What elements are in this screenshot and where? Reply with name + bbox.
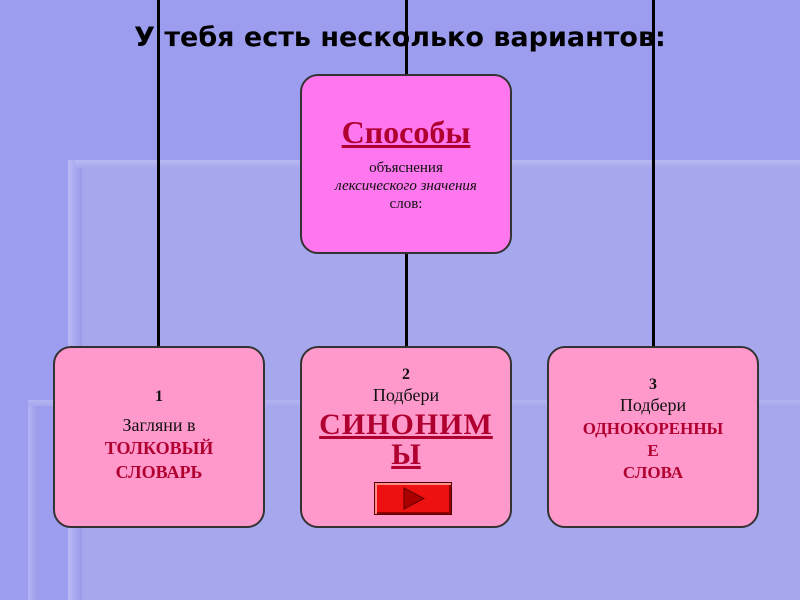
center-heading: Способы (341, 114, 471, 150)
option-number: 1 (155, 388, 163, 405)
play-button[interactable] (374, 482, 452, 515)
option-label: Ы (391, 438, 421, 471)
option-label: СЛОВАРЬ (115, 462, 203, 482)
option-label: ОДНОКОРЕННЫ (582, 419, 724, 438)
connector-line (405, 0, 408, 76)
option-label: СЛОВА (622, 463, 684, 482)
option-verb: Подбери (619, 395, 687, 415)
option-box-1: 1 Загляни в ТОЛКОВЫЙ СЛОВАРЬ (53, 346, 265, 528)
option-label: ТОЛКОВЫЙ (104, 438, 214, 458)
play-arrow-icon (403, 487, 426, 510)
option-box-2: 2 Подбери СИНОНИМ Ы (300, 346, 512, 528)
option-number: 2 (402, 366, 410, 383)
center-box: Способы объяснения лексического значения… (300, 74, 512, 254)
option-number: 3 (649, 376, 657, 393)
option-label: СИНОНИМ (319, 408, 493, 441)
connector-line (405, 252, 408, 348)
connector-line (652, 0, 655, 348)
center-line: лексического значения (335, 178, 477, 194)
option-verb: Подбери (372, 385, 440, 405)
connector-line (157, 0, 160, 348)
background-stripe (28, 400, 38, 600)
option-verb: Загляни в (122, 415, 196, 435)
page-title: У тебя есть несколько вариантов: (134, 22, 666, 53)
center-line: слов: (389, 196, 423, 212)
option-label: Е (647, 441, 659, 460)
center-line: объяснения (369, 160, 443, 176)
option-box-3: 3 Подбери ОДНОКОРЕННЫ Е СЛОВА (547, 346, 759, 528)
